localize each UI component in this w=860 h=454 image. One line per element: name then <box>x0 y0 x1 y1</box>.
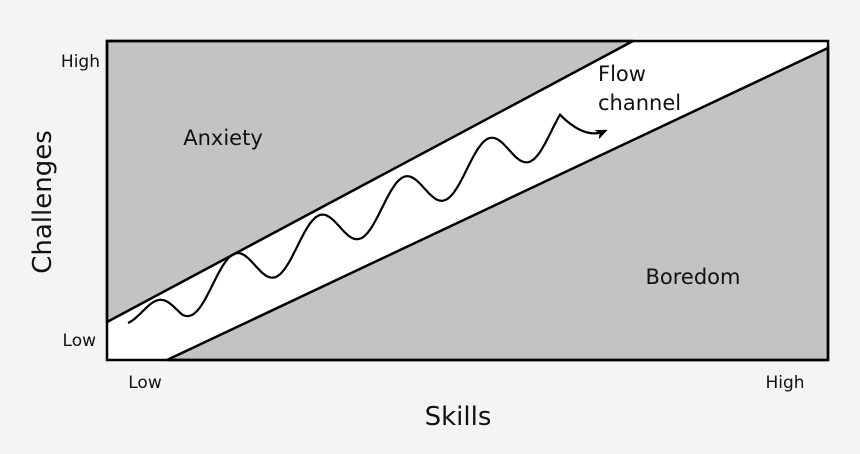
x-axis-low-label: Low <box>128 373 162 393</box>
plot-frame <box>105 39 830 362</box>
y-axis-high-label: High <box>61 52 100 72</box>
x-axis-title: Skills <box>425 402 492 432</box>
anxiety-label: Anxiety <box>183 126 263 150</box>
y-axis-title: Challenges <box>28 130 58 274</box>
flow-channel-label-line2: channel <box>598 91 681 115</box>
flow-path <box>127 112 608 325</box>
flow-channel-label-line1: Flow <box>598 62 646 86</box>
x-axis-high-label: High <box>765 373 804 393</box>
y-axis-low-label: Low <box>63 331 97 351</box>
boredom-label: Boredom <box>646 265 741 289</box>
